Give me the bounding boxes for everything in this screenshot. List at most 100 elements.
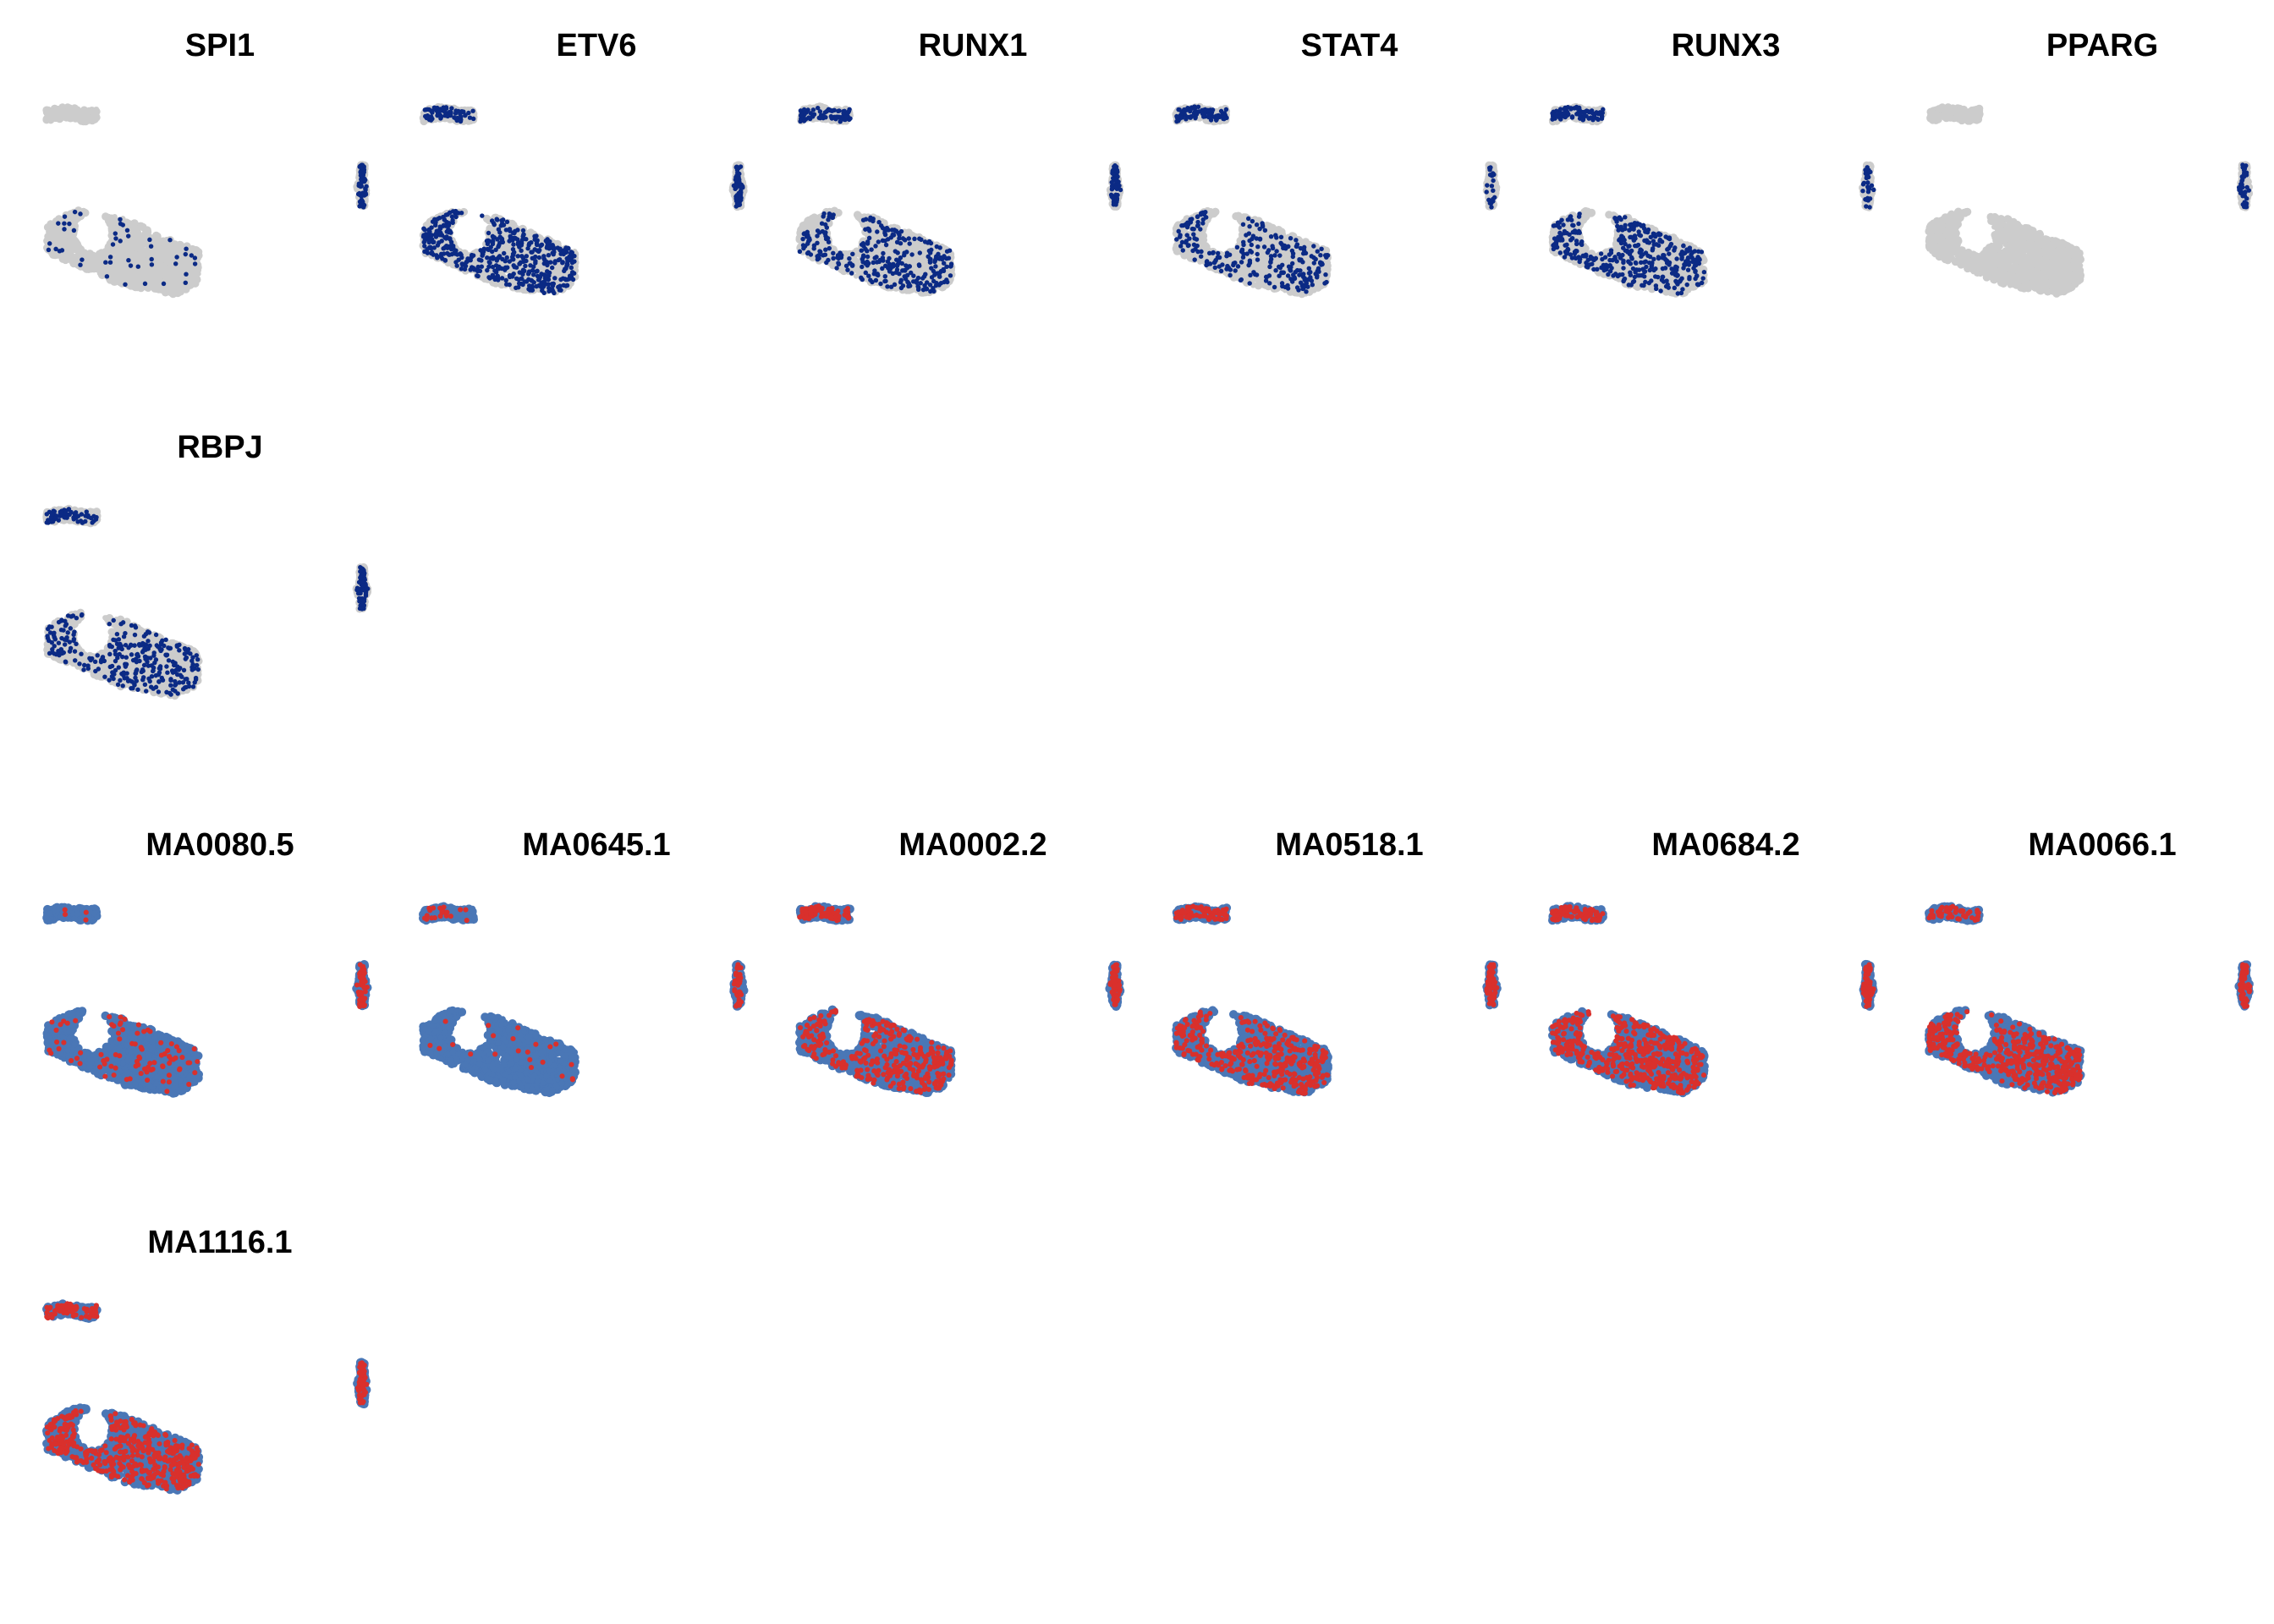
cell-point-highlight <box>567 273 573 278</box>
cell-point-highlight <box>882 273 888 279</box>
cell-point-highlight <box>831 250 836 256</box>
cell-point-background <box>62 253 68 259</box>
cell-point-highlight <box>805 229 810 235</box>
cell-point-highlight <box>497 234 503 239</box>
cell-point-highlight <box>805 250 810 256</box>
cell-point-background <box>131 283 137 289</box>
cell-point-highlight <box>866 273 871 278</box>
cell-point-highlight <box>550 283 556 288</box>
cell-point-highlight <box>470 253 476 258</box>
cell-point-background <box>48 118 55 123</box>
cell-point-background <box>153 281 159 288</box>
cell-point-highlight <box>453 208 459 214</box>
cell-point-highlight <box>525 272 531 277</box>
cell-point-highlight <box>498 223 504 228</box>
panel-runx1: RUNX1 <box>787 13 1159 410</box>
cell-point-highlight <box>184 246 189 251</box>
scatter-plot <box>419 102 748 296</box>
cell-point-highlight <box>124 228 130 233</box>
cell-point-highlight <box>521 232 526 238</box>
cell-point-highlight <box>549 265 555 271</box>
cell-point-highlight <box>493 263 499 268</box>
cell-point-highlight <box>104 274 110 279</box>
cell-point-highlight <box>860 259 865 265</box>
cell-point-highlight <box>904 272 910 278</box>
cell-point-background <box>96 259 102 265</box>
cell-point-highlight <box>508 235 514 241</box>
cell-point-background <box>123 268 129 275</box>
cell-point-highlight <box>510 256 515 262</box>
cell-point-highlight <box>460 261 465 267</box>
cell-point-highlight <box>431 245 437 250</box>
cell-point-highlight <box>456 257 461 262</box>
cell-point-highlight <box>107 260 113 265</box>
cell-point-background <box>71 243 77 250</box>
cell-point-highlight <box>67 221 72 227</box>
cell-point-highlight <box>882 278 887 284</box>
cell-point-highlight <box>565 245 571 251</box>
cell-point-highlight <box>488 244 493 250</box>
cell-point-background <box>45 114 52 120</box>
cell-point-background <box>128 239 134 246</box>
cell-point-highlight <box>872 255 877 261</box>
cell-point-highlight <box>183 280 189 286</box>
cell-point-highlight <box>434 228 440 233</box>
cell-point-background <box>165 273 172 280</box>
cell-point-highlight <box>817 249 822 254</box>
cell-point-highlight <box>536 255 542 261</box>
cell-point-highlight <box>363 192 369 197</box>
cell-point-highlight <box>562 268 567 274</box>
cell-point-highlight <box>496 266 502 272</box>
cell-point-background <box>941 272 947 278</box>
cell-point-highlight <box>126 257 131 263</box>
cell-point-highlight <box>569 260 575 266</box>
cell-point-highlight <box>569 270 575 275</box>
cell-point-highlight <box>847 255 852 261</box>
cell-point-highlight <box>445 113 450 119</box>
cell-point-highlight <box>521 268 526 274</box>
cell-point-highlight <box>937 245 942 250</box>
cell-point-highlight <box>824 225 830 230</box>
cell-point-highlight <box>550 250 555 255</box>
cell-point-background <box>85 255 91 262</box>
cell-point-highlight <box>565 277 570 283</box>
cell-point-highlight <box>537 283 542 288</box>
cell-point-highlight <box>448 246 454 252</box>
cell-point-background <box>173 279 179 285</box>
cell-point-highlight <box>885 284 890 289</box>
cell-point-highlight <box>470 116 476 122</box>
cell-point-highlight <box>500 217 506 222</box>
cell-point-highlight <box>523 263 528 269</box>
cell-point-highlight <box>900 236 906 241</box>
cell-point-highlight <box>47 241 52 246</box>
cell-point-background <box>164 285 170 292</box>
cell-point-highlight <box>915 285 921 290</box>
cell-point-highlight <box>173 261 179 266</box>
cell-point-highlight <box>485 255 490 261</box>
cell-point-highlight <box>494 217 499 222</box>
cell-point-highlight <box>467 115 473 120</box>
cell-point-highlight <box>514 285 519 291</box>
cell-point-highlight <box>125 233 131 239</box>
cell-point-background <box>68 252 74 258</box>
cell-point-highlight <box>873 277 879 283</box>
cell-point-highlight <box>148 244 154 249</box>
cell-point-highlight <box>863 270 869 276</box>
cell-point-highlight <box>891 261 896 267</box>
cell-point-highlight <box>356 181 362 186</box>
cell-point-highlight <box>739 197 744 203</box>
panel-title: SPI1 <box>34 30 406 62</box>
cell-point-highlight <box>805 241 810 246</box>
cell-point-background <box>104 255 110 261</box>
cell-point-highlight <box>928 288 933 294</box>
cell-point-highlight <box>547 273 552 278</box>
cell-point-background <box>57 224 63 230</box>
cell-point-highlight <box>427 229 432 234</box>
cell-point-highlight <box>454 263 459 268</box>
cell-point-highlight <box>500 256 505 262</box>
cell-point-highlight <box>924 287 929 292</box>
panel-title: ETV6 <box>410 30 783 62</box>
cell-point-highlight <box>545 262 550 268</box>
cell-point-highlight <box>441 222 447 228</box>
